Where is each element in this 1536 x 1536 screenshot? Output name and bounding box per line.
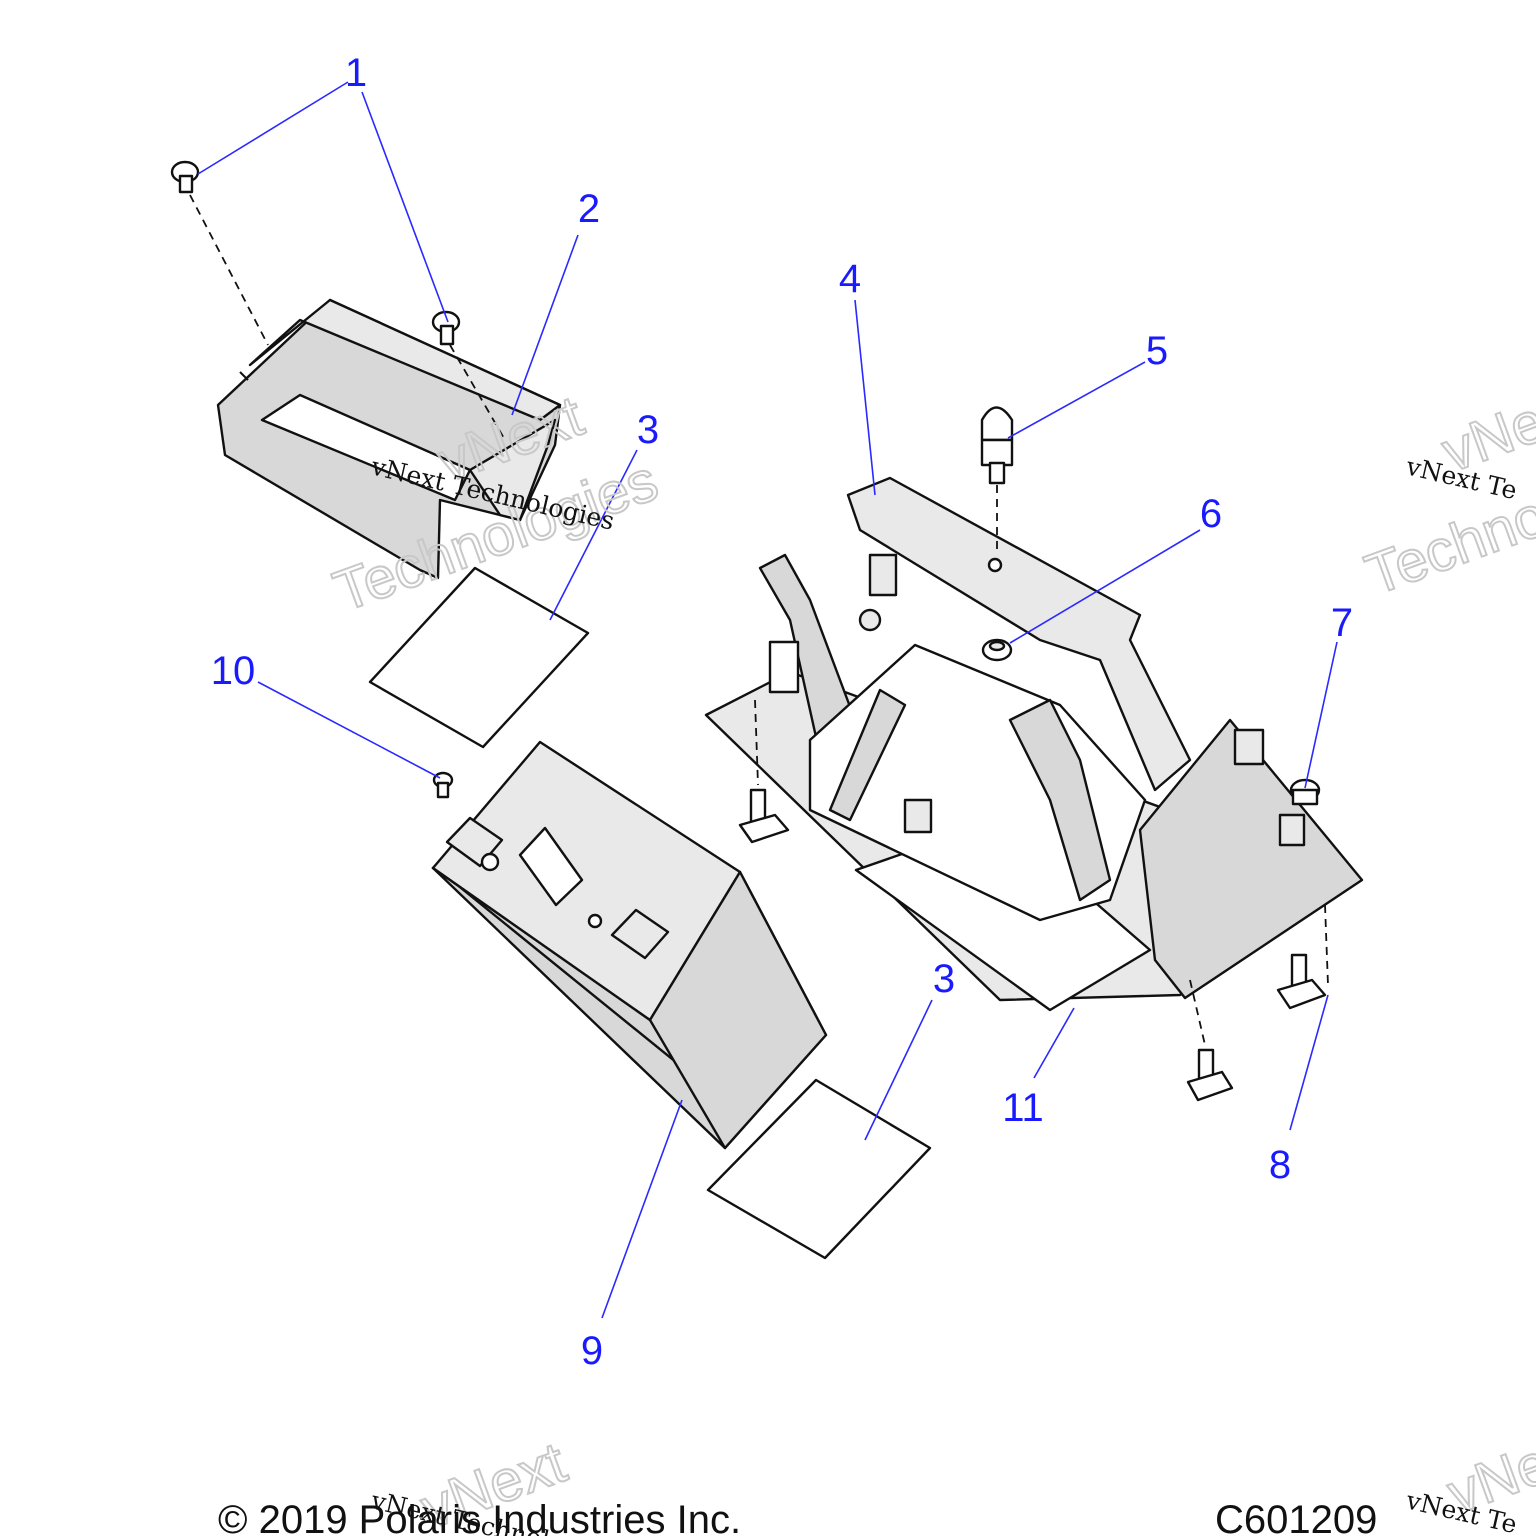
callout-labels: 1 2 3 4 5 6 7 10 3 11 8 9 — [211, 51, 1353, 1373]
battery-part — [431, 740, 828, 1150]
assembly-line-tbolt-left — [754, 699, 759, 786]
callout-3-upper: 3 — [637, 408, 659, 452]
bolt-part-right — [431, 310, 461, 346]
nut-part — [1289, 778, 1321, 806]
callout-7: 7 — [1331, 601, 1353, 645]
callout-4: 4 — [839, 257, 861, 301]
watermark-right: vNe Techno vNext Te — [1356, 388, 1536, 609]
callout-1: 1 — [345, 51, 367, 95]
t-bolt-part-left — [738, 788, 790, 844]
assembly-line-tbolt-middle — [1189, 979, 1206, 1046]
t-bolt-part-middle — [1186, 1048, 1234, 1102]
callout-11: 11 — [1002, 1086, 1044, 1130]
callout-2: 2 — [578, 187, 600, 231]
pad-part-upper — [368, 566, 590, 749]
t-bolt-part-right — [1276, 953, 1327, 1010]
callout-10: 10 — [211, 649, 256, 693]
drawing-id: C601209 — [1215, 1498, 1377, 1536]
battery-cover-part — [216, 298, 562, 580]
callout-9: 9 — [581, 1329, 603, 1373]
pin-part — [980, 406, 1014, 485]
assembly-line-nut — [1324, 904, 1329, 986]
pad-part-lower — [706, 1078, 932, 1260]
assembly-line-bolt-left — [189, 194, 269, 346]
assembly-line-bolt-right — [449, 344, 506, 441]
bolt-part-left — [170, 160, 200, 194]
battery-tray-part — [704, 476, 1364, 1012]
callout-8: 8 — [1269, 1143, 1291, 1187]
grommet-part — [981, 638, 1013, 662]
leader-lines — [197, 81, 1338, 1319]
callout-3-lower: 3 — [933, 957, 955, 1001]
copyright-text: © 2019 Polaris Industries Inc. — [218, 1498, 741, 1536]
callout-5: 5 — [1146, 329, 1168, 373]
callout-6: 6 — [1200, 492, 1222, 536]
